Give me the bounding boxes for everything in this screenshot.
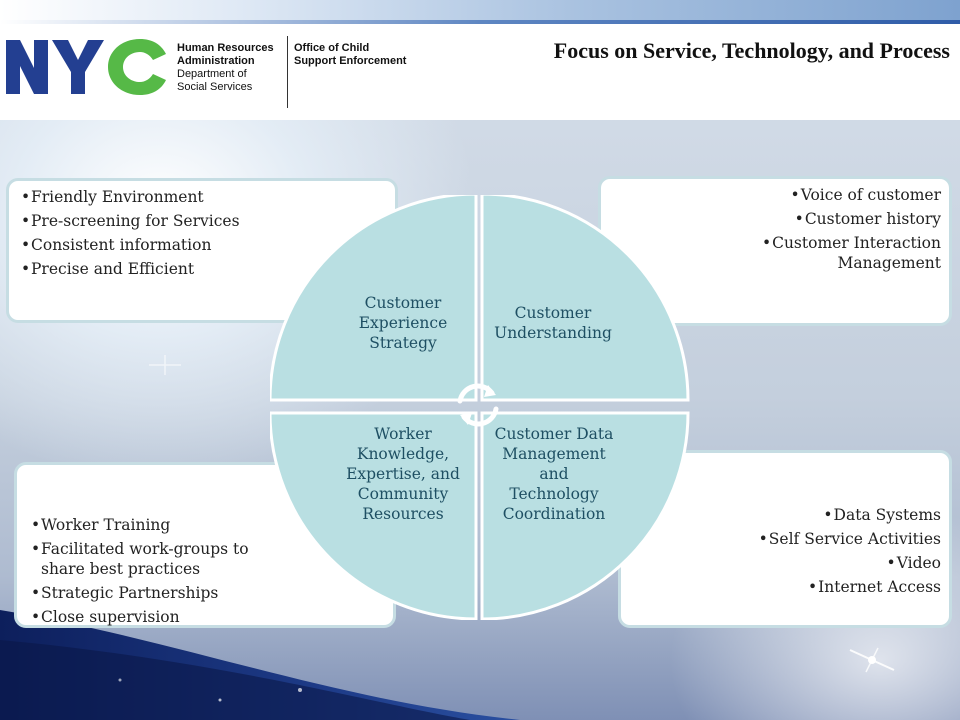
quadrant-label-line: Understanding <box>494 324 612 342</box>
agency-dss-line-2: Social Services <box>177 81 253 93</box>
quadrant-label-line: and <box>539 465 568 483</box>
list-item: Customer history <box>601 209 941 229</box>
cycle-arrows-icon <box>457 383 499 427</box>
list-item: Internet Access <box>641 577 941 597</box>
quadrant-label-line: Knowledge, <box>357 445 449 463</box>
quadrant-label-line: Customer <box>365 294 442 312</box>
header-divider <box>287 36 288 108</box>
agency-hra-line-2: Administration <box>177 55 255 67</box>
box-customer-experience: Friendly Environment Pre-screening for S… <box>6 178 398 323</box>
quadrant-label-line: Experience <box>359 314 448 332</box>
quadrant-label-line: Expertise, and <box>346 465 460 483</box>
list-item: Pre-screening for Services <box>21 211 321 231</box>
bullet-list: Friendly Environment Pre-screening for S… <box>21 187 321 279</box>
quadrant-label-line: Strategy <box>369 334 437 352</box>
agency-ocse-line-1: Office of Child <box>294 42 370 54</box>
list-item: Voice of customer <box>601 185 941 205</box>
list-item: Precise and Efficient <box>21 259 321 279</box>
quadrant-label-line: Worker <box>374 425 432 443</box>
list-item: Worker Training <box>31 515 271 535</box>
quadrant-bl <box>270 411 478 620</box>
list-item: Facilitated work-groups to share best pr… <box>31 539 271 579</box>
list-item: Strategic Partnerships <box>31 583 271 603</box>
list-item: Customer Interaction Management <box>601 233 941 273</box>
quadrant-label-line: Management <box>502 445 606 463</box>
quadrant-label-line: Customer Data <box>495 425 614 443</box>
header-top-bar <box>0 0 960 22</box>
quadrant-label-line: Community <box>358 485 449 503</box>
list-item: Friendly Environment <box>21 187 321 207</box>
agency-ocse-label: Office of Child Support Enforcement <box>294 42 419 68</box>
sparkle-icon <box>849 647 895 673</box>
header: Human Resources Administration Departmen… <box>0 0 960 120</box>
agency-dss-line-1: Department of <box>177 68 247 80</box>
quadrant-label-line: Resources <box>362 505 443 523</box>
bullet-list: Data Systems Self Service Activities Vid… <box>641 505 941 601</box>
agency-ocse-line-2: Support Enforcement <box>294 55 407 67</box>
agency-hra-label: Human Resources Administration Departmen… <box>177 42 287 94</box>
quadrant-label-line: Customer <box>515 304 592 322</box>
bullet-list: Worker Training Facilitated work-groups … <box>31 515 271 631</box>
agency-hra-line-1: Human Resources <box>177 42 274 54</box>
quadrant-label-line: Coordination <box>503 505 606 523</box>
box-data-technology: Data Systems Self Service Activities Vid… <box>618 450 952 628</box>
list-item-text: Customer Interaction Management <box>772 234 941 272</box>
list-item: Video <box>641 553 941 573</box>
list-item: Consistent information <box>21 235 321 255</box>
page-title: Focus on Service, Technology, and Proces… <box>553 38 950 63</box>
quadrant-br <box>480 411 690 620</box>
quadrant-label-line: Technology <box>509 485 598 503</box>
nyc-logo <box>6 39 166 95</box>
quadrant-tr <box>480 195 690 402</box>
list-item: Close supervision <box>31 607 271 627</box>
list-item: Data Systems <box>641 505 941 525</box>
list-item: Self Service Activities <box>641 529 941 549</box>
header-accent-line <box>0 20 960 24</box>
bullet-list: Voice of customer Customer history Custo… <box>601 185 941 273</box>
box-customer-understanding: Voice of customer Customer history Custo… <box>598 176 952 326</box>
quadrant-tl <box>270 195 478 402</box>
